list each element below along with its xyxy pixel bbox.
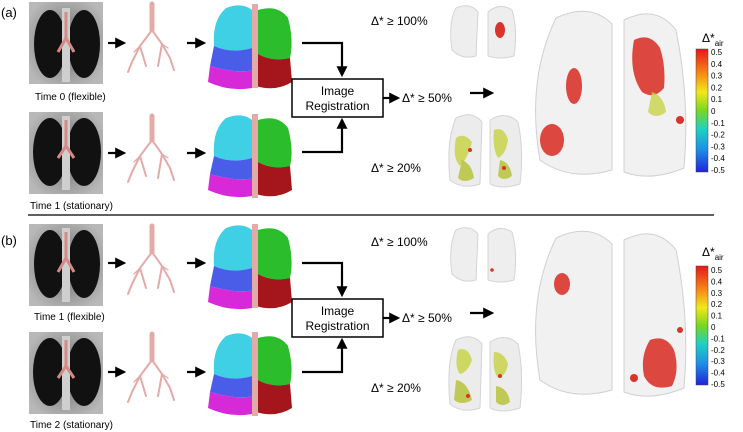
arrow <box>302 337 348 374</box>
colorbar-tick-label: 0.5 <box>711 48 723 57</box>
panel-b: (b) Time 1 (flexible) Time 2 (stationary… <box>1 223 725 431</box>
lung-render-large <box>535 10 687 177</box>
colorbar-tick-label: 0.5 <box>711 266 723 275</box>
colorbar-tick-label: 0.4 <box>711 277 723 286</box>
panel-tag: (a) <box>1 5 17 20</box>
ct-scan-image <box>29 224 103 306</box>
colorbar-tick-label: 0.1 <box>711 95 723 104</box>
colorbar-tick-label: 0 <box>711 107 716 116</box>
lung-render-small <box>448 114 523 188</box>
colorbar-tick-label: -0.1 <box>711 119 725 128</box>
colorbar-tick-label: 0 <box>711 323 716 332</box>
colorbar-gradient <box>695 48 709 173</box>
lung-lobes-model <box>208 224 292 310</box>
ct-scan-image <box>29 332 103 414</box>
lung-lobes-model <box>208 114 292 198</box>
colorbar-tick-label: -0.5 <box>711 380 725 389</box>
ct-label: Time 1 (stationary) <box>30 201 113 212</box>
colorbar: Δ*air 0.5 0.4 0.3 0.2 0.1 0 -0.1 -0.2 -0.3 -0.4 -0… <box>695 245 725 389</box>
arrow <box>302 261 348 298</box>
colorbar-tick-label: -0.4 <box>711 369 725 378</box>
panel-a: (a) Time 0 (flexible) Time 1 (stationary… <box>1 1 725 212</box>
colorbar-tick-label: 0.3 <box>711 289 723 298</box>
colorbar-tick-label: -0.2 <box>711 346 725 355</box>
colorbar-tick-label: -0.3 <box>711 357 725 366</box>
lung-render-small <box>450 5 517 59</box>
colorbar-gradient <box>695 265 709 386</box>
colorbar: Δ*air 0.5 0.4 0.3 0.2 0.1 0 -0.1 -0.2 -0.3 -0.4 -0… <box>695 31 725 175</box>
registration-label: Image <box>321 84 355 98</box>
threshold-label: Δ* ≥ 100% <box>371 14 428 28</box>
threshold-label: Δ* ≥ 100% <box>371 235 428 249</box>
registration-label: Image <box>321 304 355 318</box>
colorbar-title: Δ*air <box>702 245 724 262</box>
lung-lobes-model <box>208 4 292 90</box>
colorbar-ticks: 0.5 0.4 0.3 0.2 0.1 0 -0.1 -0.2 -0.3 -0.4 -0.5 <box>711 266 725 389</box>
arrow <box>302 117 348 154</box>
colorbar-tick-label: 0.4 <box>711 60 723 69</box>
lung-render-small <box>450 227 517 283</box>
threshold-label: Δ* ≥ 50% <box>402 91 452 105</box>
registration-label: Registration <box>305 99 369 113</box>
ct-label: Time 2 (stationary) <box>30 420 113 431</box>
colorbar-tick-label: 0.1 <box>711 312 723 321</box>
colorbar-tick-label: 0.3 <box>711 72 723 81</box>
threshold-label: Δ* ≥ 20% <box>371 161 421 175</box>
airway-tree <box>127 331 175 403</box>
colorbar-tick-label: -0.4 <box>711 154 725 163</box>
colorbar-ticks: 0.5 0.4 0.3 0.2 0.1 0 -0.1 -0.2 -0.3 -0.4 -0.5 <box>711 48 725 175</box>
ct-label: Time 1 (flexible) <box>34 312 105 323</box>
colorbar-tick-label: -0.2 <box>711 131 725 140</box>
lung-render-small <box>448 336 523 412</box>
ct-scan-image <box>29 112 103 194</box>
colorbar-tick-label: 0.2 <box>711 300 723 309</box>
panel-tag: (b) <box>1 233 17 248</box>
airway-tree <box>127 113 175 183</box>
threshold-label: Δ* ≥ 50% <box>402 311 452 325</box>
ct-scan-image <box>29 2 103 84</box>
colorbar-title: Δ*air <box>702 31 724 48</box>
colorbar-tick-label: -0.5 <box>711 166 725 175</box>
colorbar-tick-label: 0.2 <box>711 83 723 92</box>
registration-label: Registration <box>305 319 369 333</box>
airway-tree <box>127 1 175 73</box>
lung-lobes-model <box>208 332 292 416</box>
airway-tree <box>127 223 175 295</box>
ct-label: Time 0 (flexible) <box>35 92 106 103</box>
colorbar-tick-label: -0.3 <box>711 142 725 151</box>
arrow <box>302 41 348 78</box>
colorbar-tick-label: -0.1 <box>711 334 725 343</box>
lung-render-large <box>535 230 687 397</box>
threshold-label: Δ* ≥ 20% <box>371 381 421 395</box>
